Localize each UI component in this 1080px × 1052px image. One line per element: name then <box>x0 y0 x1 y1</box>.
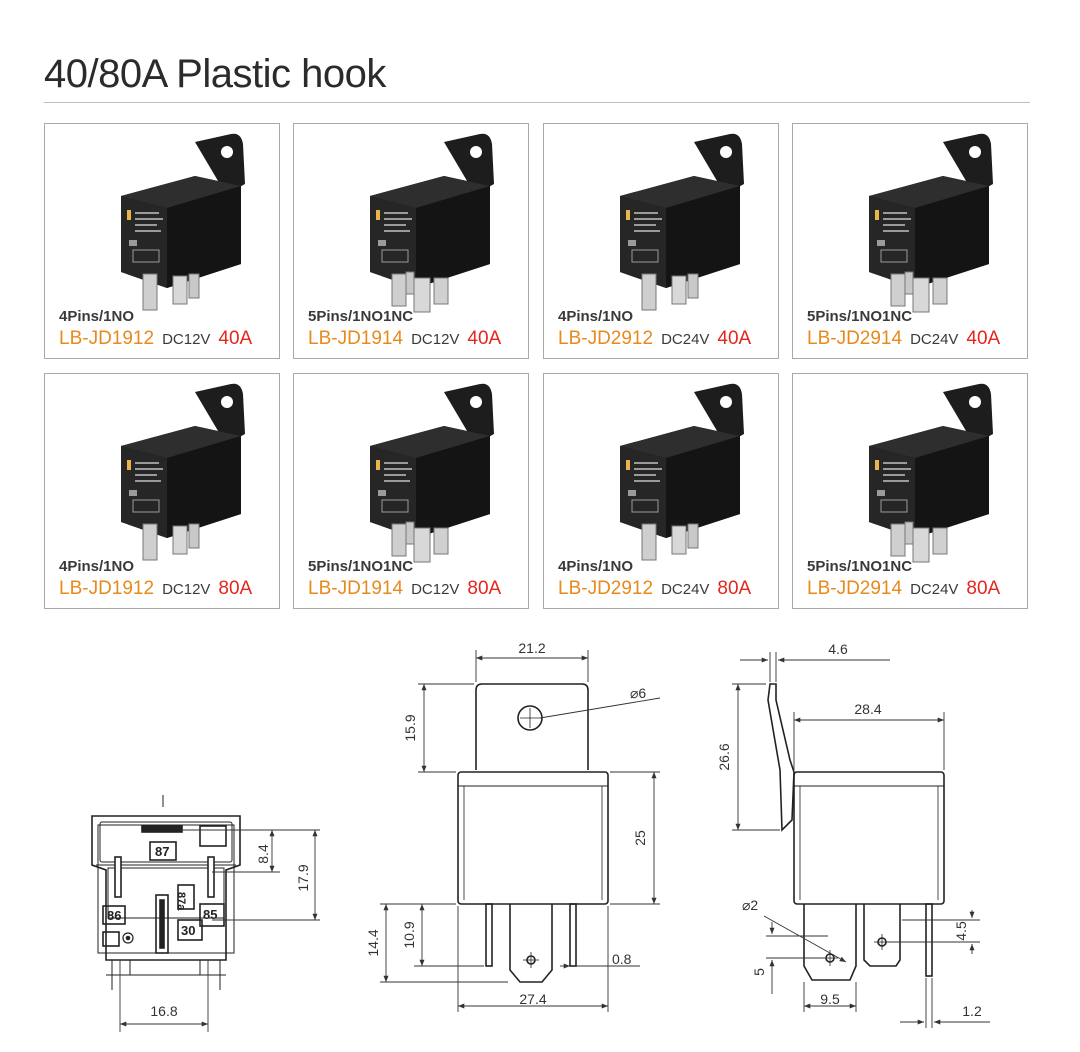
product-current: 40A <box>467 328 502 349</box>
product-config: 4Pins/1NO <box>558 558 634 575</box>
pin-label-85: 85 <box>203 907 217 922</box>
pin-label-87a: 87a <box>175 892 187 911</box>
relay-image <box>370 383 494 563</box>
product-current: 80A <box>966 578 1001 599</box>
product-voltage: DC24V <box>910 331 959 348</box>
product-config: 5Pins/1NO1NC <box>807 308 913 325</box>
product-card[interactable]: 4Pins/1NO LB-JD1912 DC12V 80A <box>44 373 280 609</box>
dim-hole-position-b: 4.5 <box>953 921 969 941</box>
pin-label-86: 86 <box>107 908 121 923</box>
relay-image <box>620 383 744 561</box>
dim-body-width: 27.4 <box>519 991 546 1007</box>
product-voltage: DC12V <box>162 331 211 348</box>
product-card[interactable]: 5Pins/1NO1NC LB-JD2914 DC24V 40A <box>792 123 1028 359</box>
dim-body-depth: 28.4 <box>854 701 881 717</box>
product-model: LB-JD2912 <box>558 328 654 349</box>
relay-image <box>121 133 245 311</box>
product-model: LB-JD1912 <box>59 578 155 599</box>
product-spec-line: LB-JD1912 DC12V 40A <box>59 328 252 350</box>
product-voltage: DC12V <box>411 331 460 348</box>
front-view-dimensions <box>380 650 661 1012</box>
product-voltage: DC24V <box>661 581 710 598</box>
product-card[interactable]: 5Pins/1NO1NC LB-JD2914 DC24V 80A <box>792 373 1028 609</box>
title-divider <box>44 102 1030 103</box>
dim-pitch-b: 17.9 <box>295 864 311 891</box>
dim-pin-length-long: 14.4 <box>365 929 381 956</box>
product-current: 80A <box>717 578 752 599</box>
bottom-view-dimensions <box>119 829 320 1032</box>
product-config: 4Pins/1NO <box>59 558 135 575</box>
dim-bracket-width: 21.2 <box>518 640 545 656</box>
product-voltage: DC24V <box>910 581 959 598</box>
product-spec-line: LB-JD2912 DC24V 80A <box>558 578 751 600</box>
product-current: 80A <box>467 578 502 599</box>
bottom-view <box>91 795 241 990</box>
product-card[interactable]: 4Pins/1NO LB-JD1912 DC12V 40A <box>44 123 280 359</box>
product-config: 4Pins/1NO <box>558 308 634 325</box>
side-view-dimensions <box>732 652 990 1028</box>
product-model: LB-JD1914 <box>308 328 404 349</box>
product-current: 80A <box>218 578 253 599</box>
product-spec-line: LB-JD2914 DC24V 40A <box>807 328 1000 350</box>
product-config: 5Pins/1NO1NC <box>807 558 913 575</box>
dim-pin-hole: ⌀2 <box>742 897 758 913</box>
relay-image <box>620 133 744 311</box>
dim-hook-offset: 4.6 <box>828 641 848 657</box>
relay-image <box>869 383 993 563</box>
product-voltage: DC12V <box>411 581 460 598</box>
product-model: LB-JD2912 <box>558 578 654 599</box>
dim-pin-width: 9.5 <box>820 991 840 1007</box>
product-model: LB-JD2914 <box>807 578 903 599</box>
dim-pin-length-short: 10.9 <box>401 921 417 948</box>
product-spec-line: LB-JD1914 DC12V 40A <box>308 328 501 350</box>
dim-total-hook-height: 26.6 <box>716 743 732 770</box>
product-model: LB-JD2914 <box>807 328 903 349</box>
product-spec-line: LB-JD2912 DC24V 40A <box>558 328 751 350</box>
product-voltage: DC12V <box>162 581 211 598</box>
dim-bracket-height: 15.9 <box>402 714 418 741</box>
product-card[interactable]: 5Pins/1NO1NC LB-JD1914 DC12V 40A <box>293 123 529 359</box>
dim-hole-diameter: ⌀6 <box>630 685 646 701</box>
bottom-view-pin-labels: 87 87a 86 85 30 <box>107 844 217 938</box>
pin-label-30: 30 <box>181 923 195 938</box>
product-card[interactable]: 5Pins/1NO1NC LB-JD1914 DC12V 80A <box>293 373 529 609</box>
page-title: 40/80A Plastic hook <box>44 52 386 96</box>
dim-pitch-a: 8.4 <box>255 844 271 864</box>
side-view <box>767 683 945 981</box>
relay-image <box>869 133 993 313</box>
dimension-drawings: 87 87a 86 85 30 8.4 17.9 16.8 <box>91 640 990 1032</box>
dim-hole-position: 5 <box>751 968 767 976</box>
pin-label-87: 87 <box>155 844 169 859</box>
product-model: LB-JD1914 <box>308 578 404 599</box>
relay-image <box>370 133 494 313</box>
product-spec-line: LB-JD2914 DC24V 80A <box>807 578 1000 600</box>
relay-image <box>121 383 245 561</box>
product-config: 5Pins/1NO1NC <box>308 308 414 325</box>
dim-body-height: 25 <box>632 830 648 846</box>
dim-width-bottom: 16.8 <box>150 1003 177 1019</box>
product-config: 4Pins/1NO <box>59 308 135 325</box>
product-current: 40A <box>717 328 752 349</box>
product-current: 40A <box>218 328 253 349</box>
product-spec-line: LB-JD1914 DC12V 80A <box>308 578 501 600</box>
product-card[interactable]: 4Pins/1NO LB-JD2912 DC24V 80A <box>543 373 779 609</box>
product-voltage: DC24V <box>661 331 710 348</box>
product-model: LB-JD1912 <box>59 328 155 349</box>
product-current: 40A <box>966 328 1001 349</box>
product-config: 5Pins/1NO1NC <box>308 558 414 575</box>
product-spec-line: LB-JD1912 DC12V 80A <box>59 578 252 600</box>
dim-pin-thickness: 0.8 <box>612 951 632 967</box>
product-card[interactable]: 4Pins/1NO LB-JD2912 DC24V 40A <box>543 123 779 359</box>
front-view <box>457 683 609 983</box>
dim-pin-gap: 1.2 <box>962 1003 982 1019</box>
